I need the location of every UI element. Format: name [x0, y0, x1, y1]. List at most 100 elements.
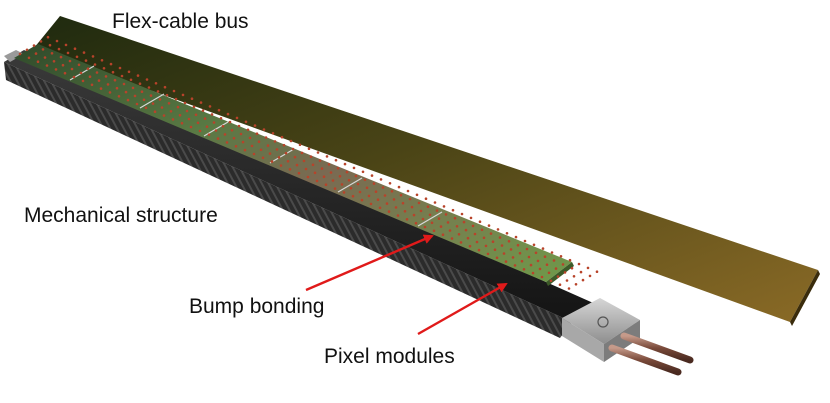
bump-dot: [239, 132, 243, 136]
bump-dot: [547, 271, 551, 275]
bump-dot: [570, 266, 574, 270]
bump-dot: [529, 263, 533, 267]
bump-dot: [441, 233, 445, 236]
bump-dot: [361, 170, 365, 174]
bump-dot: [316, 151, 320, 154]
bump-dot: [338, 175, 342, 178]
bump-dot: [540, 275, 544, 279]
bump-dot: [561, 263, 565, 266]
bump-dot: [284, 151, 288, 155]
bump-dot: [70, 67, 74, 71]
annotation-arrows: [305, 234, 508, 336]
bump-dot: [171, 118, 175, 121]
bump-dot: [345, 170, 349, 174]
bump-dot: [563, 271, 567, 274]
bump-dot: [45, 64, 49, 67]
bump-dot: [280, 135, 284, 139]
bump-dot: [473, 232, 477, 236]
bump-dot: [511, 256, 515, 259]
bump-dot: [435, 209, 439, 212]
bump-dot: [27, 56, 31, 60]
bump-dot: [527, 255, 531, 259]
bump-dot: [163, 85, 167, 89]
cooling-pipes: [608, 332, 694, 376]
bump-dot: [93, 63, 97, 66]
bump-dot: [183, 101, 187, 105]
bump-dot: [336, 167, 340, 170]
bump-dot: [118, 66, 122, 70]
bump-dot: [226, 112, 230, 116]
bump-dot: [167, 102, 171, 105]
bump-dot: [298, 143, 302, 147]
bump-dot: [253, 124, 257, 127]
bump-dot: [351, 194, 355, 198]
bump-dot: [457, 233, 461, 236]
end-connector: [562, 298, 640, 362]
bump-dot: [295, 163, 299, 167]
bump-dot: [189, 125, 193, 129]
bump-dot: [88, 75, 92, 78]
bump-dot: [153, 110, 157, 113]
bump-dot: [329, 171, 333, 174]
bump-dot: [235, 116, 239, 120]
bump-dot: [264, 136, 268, 139]
bump-dot: [50, 52, 54, 55]
bump-dot: [421, 217, 425, 221]
bump-dot: [108, 91, 112, 94]
bump-dot: [250, 144, 254, 148]
bump-dot: [178, 113, 182, 117]
bump-dot: [318, 159, 322, 162]
bump-dot: [478, 220, 482, 223]
bump-dot: [417, 201, 421, 205]
bump-dot: [230, 128, 234, 132]
bump-dot: [90, 83, 94, 87]
bump-dot: [129, 78, 133, 82]
bump-dot: [471, 224, 475, 228]
bump-dot: [228, 120, 232, 124]
bump-dot: [243, 148, 247, 152]
bump-dot: [550, 251, 554, 254]
bump-dot: [149, 94, 153, 97]
bump-dot: [97, 79, 101, 82]
bump-dot: [369, 202, 373, 206]
bump-dot: [126, 98, 130, 102]
bump-dot: [46, 35, 50, 39]
bump-dot: [459, 241, 463, 244]
bump-dot: [349, 186, 353, 190]
bump-dot: [216, 137, 220, 140]
bump-dot: [423, 225, 427, 229]
bump-dot: [133, 94, 137, 98]
bump-dot: [43, 56, 47, 59]
bump-dot: [498, 236, 502, 239]
bump-dot: [428, 213, 432, 217]
bump-dot: [192, 105, 196, 109]
bump-dot: [246, 128, 250, 132]
bump-dot: [140, 90, 144, 93]
bump-dot: [397, 185, 401, 189]
bump-dot: [408, 197, 412, 201]
bump-dot: [460, 212, 464, 216]
bump-dot: [257, 140, 261, 143]
bump-dot: [432, 229, 436, 233]
bump-dot: [493, 248, 497, 251]
bump-dot: [374, 190, 378, 193]
bump-dot: [410, 205, 414, 209]
bump-dot: [68, 59, 72, 63]
bump-dot: [244, 120, 248, 124]
bump-dot: [252, 152, 256, 156]
bump-dot: [73, 47, 77, 50]
bump-dot: [507, 240, 511, 243]
bump-dot: [232, 136, 236, 140]
bump-dot: [63, 71, 67, 75]
bump-dot: [568, 258, 572, 262]
bump-dot: [109, 62, 113, 66]
bump-dot: [25, 48, 29, 52]
bump-dot: [325, 155, 329, 158]
bump-dot: [500, 244, 504, 247]
bump-dot: [376, 198, 380, 201]
bump-dot: [387, 210, 391, 213]
bump-dot: [266, 144, 270, 147]
bump-dot: [554, 267, 558, 270]
bump-dot: [144, 106, 148, 110]
bump-dot: [444, 213, 448, 216]
